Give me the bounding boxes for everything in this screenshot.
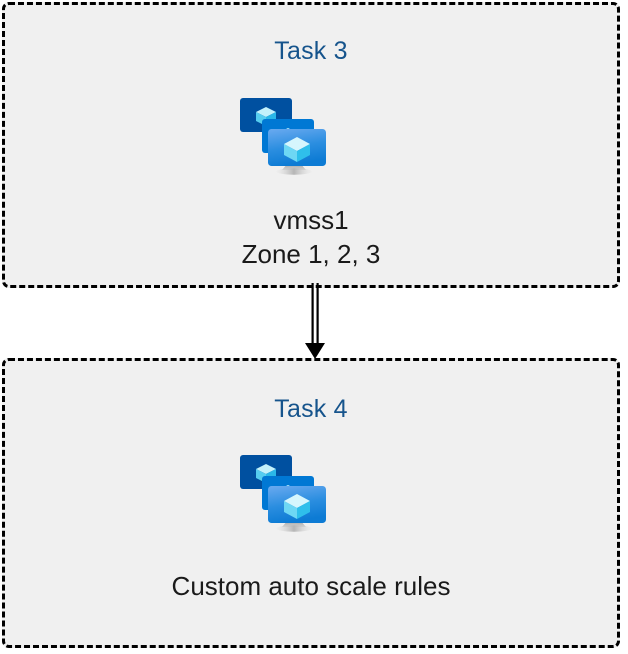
caption-line-2: Zone 1, 2, 3 <box>241 239 381 269</box>
task-caption: vmss1 Zone 1, 2, 3 <box>5 203 617 271</box>
task-node-content: Task 3 <box>5 5 617 285</box>
caption-line-1: vmss1 <box>273 205 349 235</box>
task-title: Task 4 <box>274 395 348 423</box>
caption-line-1: Custom auto scale rules <box>171 571 451 601</box>
azure-vm-scale-set-icon <box>238 94 346 188</box>
task-caption: Custom auto scale rules <box>5 569 617 603</box>
task-node-content: Task 4 <box>5 361 617 645</box>
task-node-task4[interactable]: Task 4 <box>2 358 620 648</box>
azure-vm-scale-set-icon <box>238 451 346 545</box>
double-line-arrow-down-icon <box>296 283 334 361</box>
task-node-task3[interactable]: Task 3 <box>2 2 620 288</box>
task-title: Task 3 <box>274 37 348 65</box>
